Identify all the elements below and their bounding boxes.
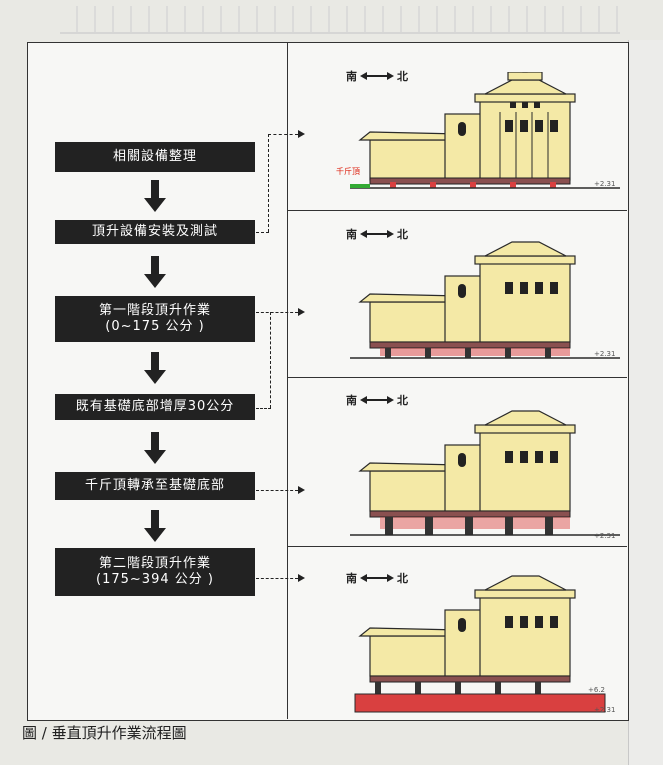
compass-south-north: 南 北 xyxy=(346,68,408,84)
compass-north-label: 北 xyxy=(397,70,408,83)
connector-dashed xyxy=(268,134,298,135)
connector-dashed xyxy=(256,232,269,233)
compass-north-label: 北 xyxy=(397,228,408,241)
jack-label: 千斤頂 xyxy=(336,167,360,176)
connector-dashed xyxy=(256,312,298,313)
compass-south-north: 南 北 xyxy=(346,226,408,242)
step-2-text: 頂升設備安裝及測試 xyxy=(91,224,218,239)
elevation-label: +2.31 xyxy=(594,180,616,188)
page-margin xyxy=(628,40,663,765)
elevation-label: +2.31 xyxy=(594,532,616,540)
connector-dashed xyxy=(270,312,271,408)
compass-south-label: 南 xyxy=(346,228,357,241)
arrowhead-icon xyxy=(298,308,305,316)
down-arrow-icon xyxy=(144,432,166,464)
step-5-text: 千斤頂轉承至基礎底部 xyxy=(84,478,225,493)
connector-dashed xyxy=(256,408,271,409)
elevation-label: +2.31 xyxy=(594,706,616,714)
step-3-subtext: (0~175 公分 ) xyxy=(105,319,205,334)
panel-divider-1 xyxy=(287,210,627,211)
step-5-box: 千斤頂轉承至基礎底部 xyxy=(55,472,255,500)
compass-north-label: 北 xyxy=(397,572,408,585)
step-1-box: 相關設備整理 xyxy=(55,142,255,172)
figure-caption: 圖 / 垂直頂升作業流程圖 xyxy=(22,724,187,742)
building-elevation-stage-1 xyxy=(350,72,620,189)
double-arrow-icon xyxy=(360,396,394,404)
compass-south-north: 南 北 xyxy=(346,392,408,408)
step-6-text: 第二階段頂升作業 xyxy=(98,556,211,571)
step-1-text: 相關設備整理 xyxy=(112,149,197,164)
building-elevation-stage-2 xyxy=(350,241,620,359)
down-arrow-icon xyxy=(144,180,166,212)
building-elevation-stage-4 xyxy=(354,575,606,713)
compass-south-label: 南 xyxy=(346,394,357,407)
compass-south-label: 南 xyxy=(346,70,357,83)
double-arrow-icon xyxy=(360,72,394,80)
step-2-box: 頂升設備安裝及測試 xyxy=(55,220,255,244)
step-6-subtext: (175~394 公分 ) xyxy=(96,572,214,587)
compass-north-label: 北 xyxy=(397,394,408,407)
down-arrow-icon xyxy=(144,352,166,384)
step-4-text: 既有基礎底部增厚30公分 xyxy=(75,399,235,414)
decorative-border-strip xyxy=(60,6,620,34)
step-6-box: 第二階段頂升作業 (175~394 公分 ) xyxy=(55,548,255,596)
elevation-label: +6.2 xyxy=(588,686,605,694)
compass-south-label: 南 xyxy=(346,572,357,585)
compass-south-north: 南 北 xyxy=(346,570,408,586)
double-arrow-icon xyxy=(360,230,394,238)
down-arrow-icon xyxy=(144,510,166,542)
step-4-box: 既有基礎底部增厚30公分 xyxy=(55,394,255,420)
panel-divider-2 xyxy=(287,377,627,378)
elevation-label: +2.31 xyxy=(594,350,616,358)
arrowhead-icon xyxy=(298,486,305,494)
down-arrow-icon xyxy=(144,256,166,288)
step-3-box: 第一階段頂升作業 (0~175 公分 ) xyxy=(55,296,255,342)
building-elevation-stage-3 xyxy=(350,410,620,536)
double-arrow-icon xyxy=(360,574,394,582)
connector-dashed xyxy=(268,134,269,232)
connector-dashed xyxy=(256,578,298,579)
connector-dashed xyxy=(256,490,298,491)
arrowhead-icon xyxy=(298,130,305,138)
panel-divider-3 xyxy=(287,546,627,547)
panel-divider-vertical xyxy=(287,42,288,719)
step-3-text: 第一階段頂升作業 xyxy=(98,303,211,318)
arrowhead-icon xyxy=(298,574,305,582)
